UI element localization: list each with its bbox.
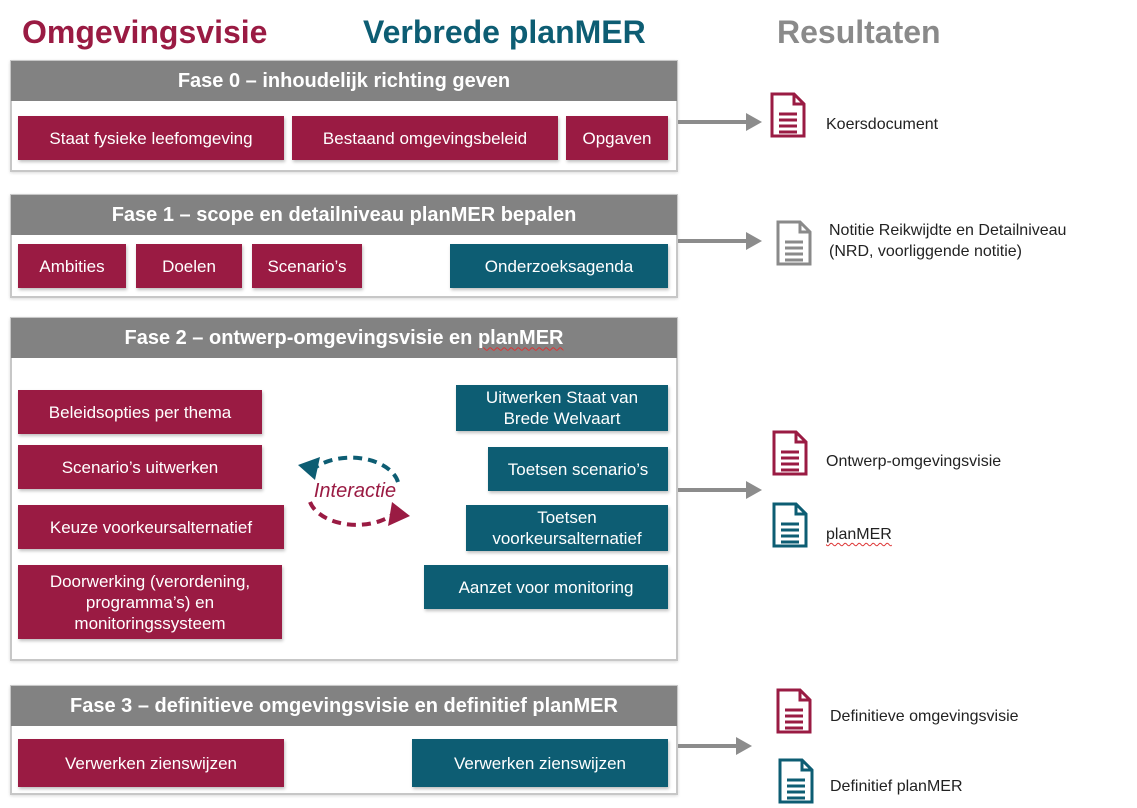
result-koersdocument: Koersdocument bbox=[826, 116, 939, 133]
box-staat-fysieke-leefomgeving: Staat fysieke leefomgeving bbox=[18, 116, 284, 160]
box-toetsen-scenarios: Toetsen scenario’s bbox=[488, 447, 668, 491]
box-ambities: Ambities bbox=[18, 244, 126, 288]
heading-planmer: Verbrede planMER bbox=[363, 14, 646, 50]
box-doorwerking: Doorwerking (verordening, programma’s) e… bbox=[18, 565, 282, 639]
arrow-fase1-result bbox=[678, 232, 762, 250]
heading-resultaten: Resultaten bbox=[777, 14, 941, 50]
phase-3-panel: Fase 3 – definitieve omgevingsvisie en d… bbox=[10, 685, 678, 795]
box-opgaven: Opgaven bbox=[566, 116, 668, 160]
result-definitieve-omgevingsvisie: Definitieve omgevingsvisie bbox=[830, 708, 1019, 725]
arrow-fase2-result bbox=[678, 481, 762, 499]
arrow-fase0-result bbox=[678, 113, 762, 131]
box-toetsen-voorkeursalternatief: Toetsen voorkeursalternatief bbox=[466, 505, 668, 551]
result-nrd: Notitie Reikwijdte en Detailniveau (NRD,… bbox=[829, 220, 1066, 262]
document-teal-icon bbox=[778, 758, 814, 804]
phase-2-panel: Fase 2 – ontwerp-omgevingsvisie en planM… bbox=[10, 317, 678, 661]
phase-0-title: Fase 0 – inhoudelijk richting geven bbox=[11, 61, 677, 101]
interaction-cycle-icon bbox=[298, 455, 410, 527]
phase-2-title-planmer: planMER bbox=[477, 326, 564, 349]
box-scenarios-uitwerken: Scenario’s uitwerken bbox=[18, 445, 262, 489]
result-definitief-planmer: Definitief planMER bbox=[830, 778, 963, 795]
box-uitwerken-staat-brede-welvaart: Uitwerken Staat van Brede Welvaart bbox=[456, 385, 668, 431]
box-beleidsopties-per-thema: Beleidsopties per thema bbox=[18, 390, 262, 434]
box-verwerken-zienswijzen-visie: Verwerken zienswijzen bbox=[18, 739, 284, 787]
document-grey-icon bbox=[776, 220, 812, 266]
result-planmer: planMER bbox=[826, 526, 892, 543]
phase-0-panel: Fase 0 – inhoudelijk richting geven Staa… bbox=[10, 60, 678, 172]
interaction-label: Interactie bbox=[313, 480, 397, 502]
heading-omgevingsvisie: Omgevingsvisie bbox=[22, 14, 268, 50]
phase-2-title: Fase 2 – ontwerp-omgevingsvisie en planM… bbox=[11, 318, 677, 358]
box-scenarios: Scenario’s bbox=[252, 244, 362, 288]
box-aanzet-voor-monitoring: Aanzet voor monitoring bbox=[424, 565, 668, 609]
phase-1-title: Fase 1 – scope en detailniveau planMER b… bbox=[11, 195, 677, 235]
box-bestaand-omgevingsbeleid: Bestaand omgevingsbeleid bbox=[292, 116, 558, 160]
result-nrd-line1: Notitie Reikwijdte en Detailniveau bbox=[829, 222, 1067, 239]
phase-2-title-prefix: Fase 2 – ontwerp-omgevingsvisie en bbox=[124, 326, 473, 349]
document-red-icon bbox=[772, 430, 808, 476]
result-ontwerp-omgevingsvisie: Ontwerp-omgevingsvisie bbox=[826, 453, 1002, 470]
box-keuze-voorkeursalternatief: Keuze voorkeursalternatief bbox=[18, 505, 284, 549]
box-doelen: Doelen bbox=[136, 244, 242, 288]
result-nrd-line2: (NRD, voorliggende notitie) bbox=[829, 243, 1022, 260]
arrow-fase3-result bbox=[678, 737, 752, 755]
document-red-icon bbox=[770, 92, 806, 138]
box-onderzoeksagenda: Onderzoeksagenda bbox=[450, 244, 668, 288]
phase-1-panel: Fase 1 – scope en detailniveau planMER b… bbox=[10, 194, 678, 298]
document-teal-icon bbox=[772, 502, 808, 548]
document-red-icon bbox=[776, 688, 812, 734]
box-verwerken-zienswijzen-planmer: Verwerken zienswijzen bbox=[412, 739, 668, 787]
phase-3-title: Fase 3 – definitieve omgevingsvisie en d… bbox=[11, 686, 677, 726]
